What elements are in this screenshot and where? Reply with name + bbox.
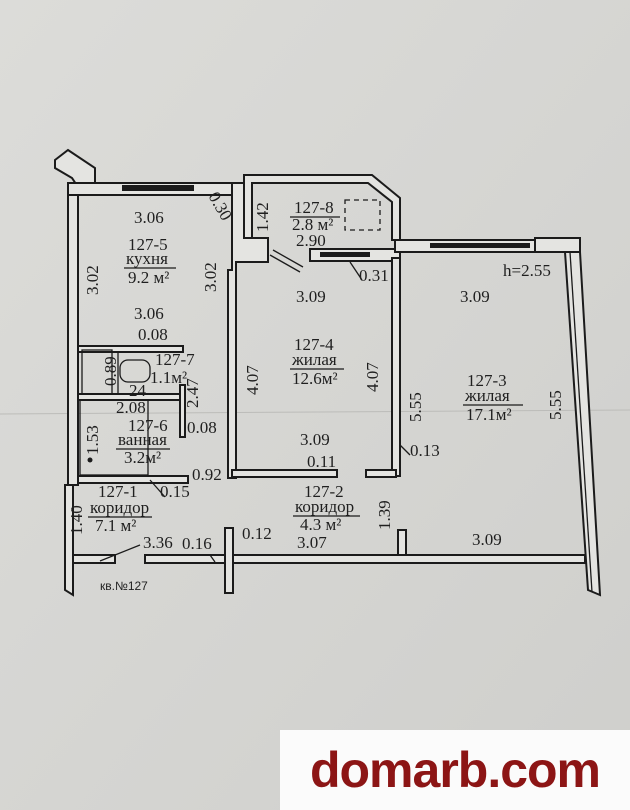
dim-pantry-height: 1.42 xyxy=(253,202,272,232)
dim-kitchen-wall: 0.08 xyxy=(138,325,168,344)
watermark-logo: domarb.com xyxy=(280,730,630,810)
leader-lines xyxy=(99,261,411,563)
dim-r3-left: 5.55 xyxy=(406,392,425,422)
room-127-5-name: кухня xyxy=(126,249,168,268)
room-127-2-area: 4.3 м² xyxy=(300,515,341,534)
room-127-4-id: 127-4 xyxy=(294,335,334,354)
dim-c1-height: 1.40 xyxy=(67,505,86,535)
dim-r4-top: 3.09 xyxy=(296,287,326,306)
dim-c2-height: 1.39 xyxy=(375,500,394,530)
room-127-3-id: 127-3 xyxy=(467,371,507,390)
watermark-text: domarb.com xyxy=(309,742,601,798)
dim-r3-wall: 0.13 xyxy=(410,441,440,460)
dim-r4-right: 4.07 xyxy=(363,362,382,392)
dim-r3-right: 5.55 xyxy=(546,390,565,420)
dim-r3-wall-top: 0.31 xyxy=(359,266,389,285)
room-127-1-id: 127-1 xyxy=(98,482,138,501)
fold-line xyxy=(0,409,630,415)
dim-bath-height: 1.53 xyxy=(83,425,102,455)
walls xyxy=(54,148,602,597)
room-127-6-id: 127-6 xyxy=(128,416,168,435)
dim-c1-width: 0.92 xyxy=(192,465,222,484)
room-127-3-area: 17.1м² xyxy=(466,405,512,424)
room-127-4-area: 12.6м² xyxy=(292,369,338,388)
dim-kitchen-right: 3.02 xyxy=(201,262,220,292)
dim-r4-left: 4.07 xyxy=(243,365,262,395)
dim-bath-wall: 0.08 xyxy=(187,418,217,437)
dim-r4-wall: 0.11 xyxy=(307,452,336,471)
dim-c1-length: 3.36 xyxy=(143,533,173,552)
dim-c2-length: 3.07 xyxy=(297,533,327,552)
room-127-7-id: 127-7 xyxy=(155,350,195,369)
room-127-4-name: жилая xyxy=(291,350,337,369)
dim-kitchen-top: 3.06 xyxy=(134,208,164,227)
ceiling-height: h=2.55 xyxy=(503,261,551,280)
dim-kitchen-bottom: 3.06 xyxy=(134,304,164,323)
room-127-1-area: 7.1 м² xyxy=(95,516,136,535)
dim-wc-width: 24 xyxy=(129,381,147,400)
room-127-6-name: ванная xyxy=(118,430,167,449)
dim-c2-wall: 0.12 xyxy=(242,524,272,543)
dim-c1-wall: 0.15 xyxy=(160,482,190,501)
dim-bath-width: 2.08 xyxy=(116,398,146,417)
dim-r4-bottom: 3.09 xyxy=(300,430,330,449)
dim-wc-height: 0.89 xyxy=(101,356,120,386)
room-127-1-name: коридор xyxy=(90,498,149,517)
room-127-6-area: 3.2м² xyxy=(124,448,161,467)
dim-wc-right: 2.47 xyxy=(183,378,202,408)
dim-pantry-width: 2.90 xyxy=(296,231,326,250)
room-127-8-id: 127-8 xyxy=(294,198,334,217)
room-127-5-area: 9.2 м² xyxy=(128,268,169,287)
room-127-8-area: 2.8 м² xyxy=(292,215,333,234)
apartment-label: кв.№127 xyxy=(100,579,148,593)
dim-kitchen-left: 3.02 xyxy=(83,265,102,295)
room-127-5-id: 127-5 xyxy=(128,235,168,254)
room-127-2-name: коридор xyxy=(295,497,354,516)
room-127-2-id: 127-2 xyxy=(304,482,344,501)
room-127-7-area: 1.1м² xyxy=(150,368,187,387)
dim-c1-wall2: 0.16 xyxy=(182,534,212,553)
dim-r3-top: 3.09 xyxy=(460,287,490,306)
dim-r3-bottom: 3.09 xyxy=(472,530,502,549)
room-127-3-name: жилая xyxy=(464,386,510,405)
